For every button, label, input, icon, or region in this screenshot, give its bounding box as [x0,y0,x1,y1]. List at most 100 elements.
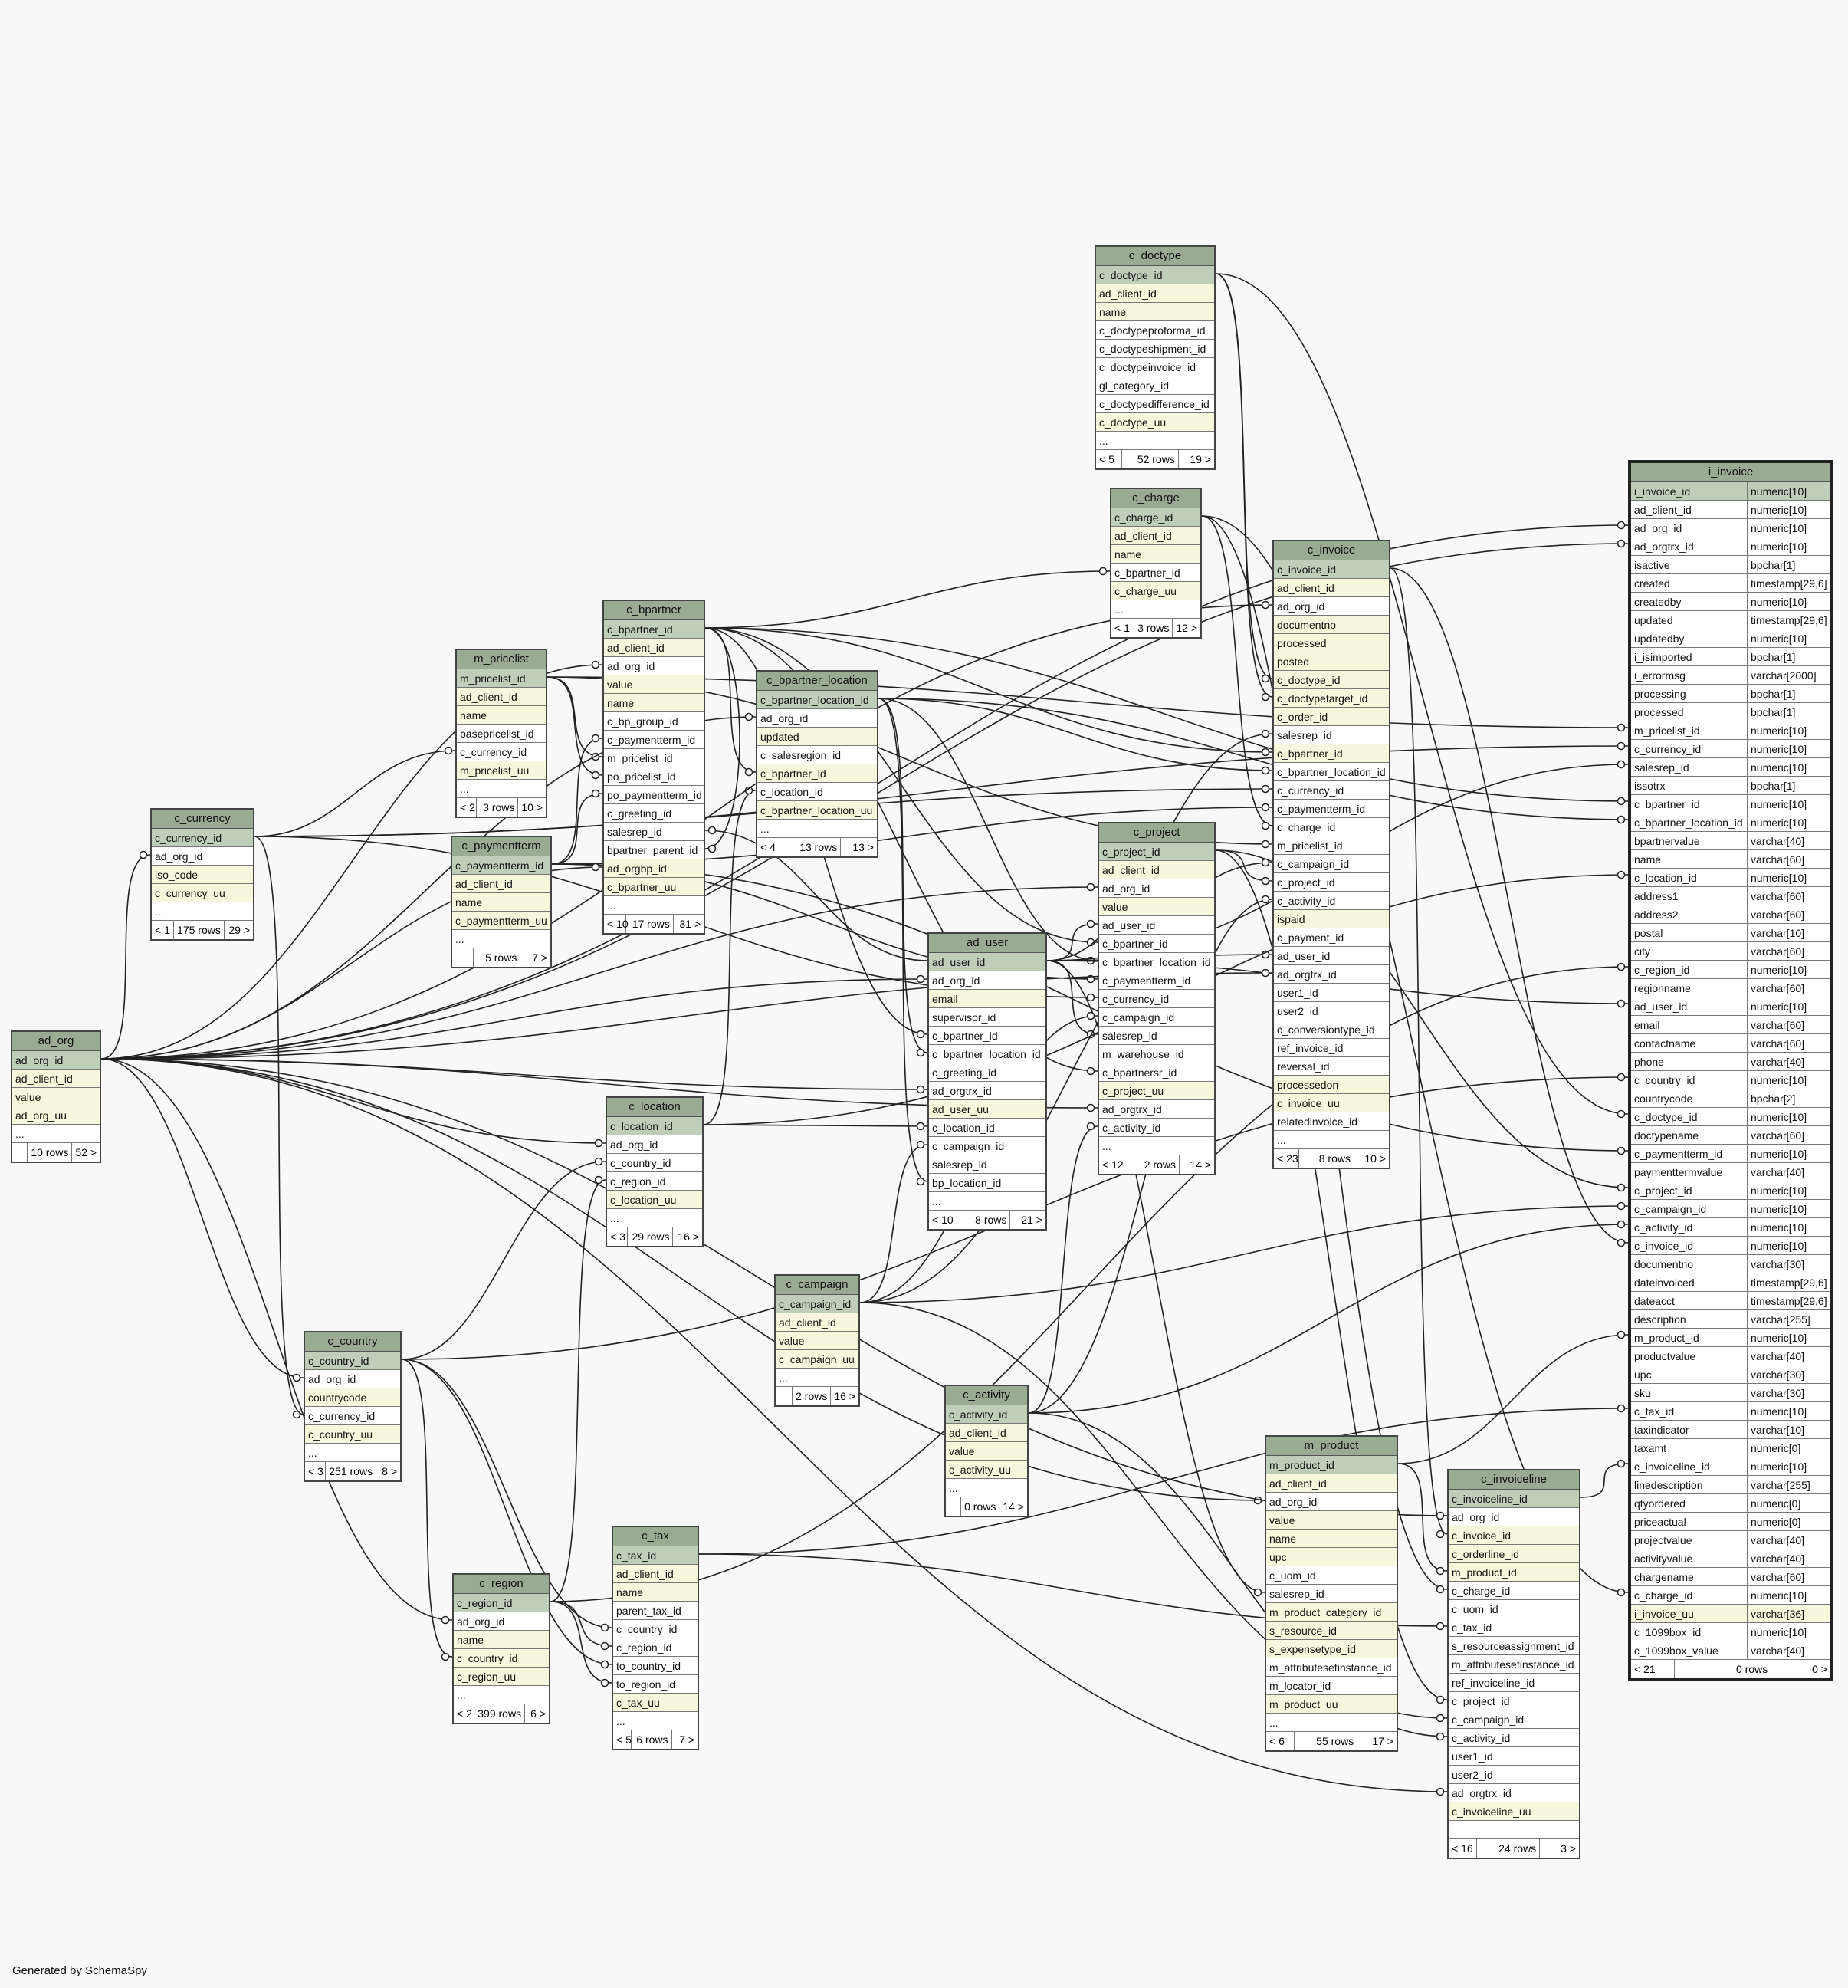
column-row[interactable]: m_warehouse_id [1099,1045,1214,1063]
parents-link[interactable]: < 2 [457,798,477,817]
table-header[interactable]: m_pricelist [457,650,546,669]
column-row[interactable]: bpartner_parent_id [604,841,704,859]
column-row[interactable]: upc [1266,1548,1397,1566]
column-row[interactable]: c_greeting_id [604,804,704,823]
column-row[interactable]: ... [152,902,253,921]
column-row[interactable]: c_paymentterm_id [604,731,704,749]
column-row[interactable]: gl_category_id [1096,376,1214,395]
column-row[interactable]: value [1099,898,1214,916]
column-row[interactable]: m_pricelist_id [604,749,704,767]
column-row[interactable]: ad_client_id [1266,1474,1397,1493]
column-row[interactable]: ... [452,930,550,948]
column-row[interactable]: c_campaign_id [1274,855,1389,873]
column-row[interactable]: c_campaign_id [1099,1008,1214,1027]
column-row[interactable]: relatedinvoice_id [1274,1112,1389,1131]
column-row[interactable]: ad_client_id [457,688,546,706]
column-row[interactable]: ad_client_id [946,1424,1027,1442]
column-row[interactable]: c_country_id [454,1649,549,1668]
children-link[interactable]: 12 > [1176,622,1197,634]
column-row[interactable]: po_paymentterm_id [604,786,704,804]
parents-link[interactable]: < 1 [1111,619,1131,637]
column-row[interactable]: c_project_uu [1099,1082,1214,1100]
column-row[interactable]: iso_code [152,866,253,884]
children-link[interactable]: 10 > [1364,1152,1386,1165]
column-row[interactable]: name [1111,545,1200,564]
column-row[interactable]: c_currency_id [305,1407,400,1425]
column-row[interactable]: c_activity_id [1274,892,1389,910]
column-row[interactable]: ad_org_id [305,1370,400,1388]
column-row[interactable]: c_uom_id [1449,1600,1579,1618]
column-row[interactable]: c_region_uu [454,1668,549,1686]
children-link[interactable]: 14 > [1003,1500,1024,1513]
parents-link[interactable] [776,1387,793,1405]
children-link[interactable]: 8 > [382,1465,397,1477]
column-row[interactable]: ad_orgbp_id [604,859,704,878]
column-row[interactable]: ref_invoiceline_id [1449,1674,1579,1692]
children-link[interactable]: 16 > [834,1390,855,1402]
column-row[interactable]: ad_org_id [1449,1508,1579,1526]
column-row[interactable]: countrycode [305,1388,400,1407]
children-link[interactable]: 13 > [852,841,874,853]
column-row[interactable]: value [12,1088,100,1106]
column-row[interactable]: c_invoiceline_id [1449,1490,1579,1508]
parents-link[interactable]: < 21 [1631,1660,1676,1678]
children-link[interactable]: 10 > [521,801,543,813]
column-row[interactable]: c_bp_group_id [604,712,704,731]
column-row[interactable]: documentno [1274,616,1389,634]
column-row[interactable]: c_campaign_uu [776,1350,858,1369]
table-header[interactable]: c_doctype [1096,247,1214,266]
column-row[interactable]: value [776,1332,858,1350]
children-link[interactable]: 21 > [1021,1214,1042,1226]
column-row[interactable]: ... [454,1686,549,1704]
column-row[interactable]: c_invoice_id [1449,1526,1579,1545]
column-row[interactable]: ad_org_id [1266,1493,1397,1511]
column-row[interactable]: c_bpartner_location_id [1274,763,1389,781]
column-row[interactable]: c_region_id [613,1638,698,1657]
column-row[interactable]: c_bpartner_location_id [1099,953,1214,971]
column-row[interactable]: c_doctypeproforma_id [1096,321,1214,340]
column-row[interactable]: ad_org_id [604,657,704,675]
column-row[interactable]: ad_client_id [1274,579,1389,597]
column-row[interactable]: ad_client_id [604,639,704,657]
table-header[interactable]: i_invoice [1631,463,1830,482]
column-row[interactable]: c_charge_uu [1111,582,1200,600]
column-row[interactable]: ... [607,1209,702,1227]
column-row[interactable]: ... [1099,1137,1214,1155]
parents-link[interactable]: < 6 [1266,1732,1295,1750]
children-link[interactable]: 14 > [1190,1158,1211,1171]
column-row[interactable]: basepricelist_id [457,725,546,743]
column-row[interactable]: posted [1274,652,1389,671]
column-row[interactable]: c_bpartner_id [929,1027,1045,1045]
parents-link[interactable]: < 10 [929,1211,955,1229]
parents-link[interactable]: < 2 [454,1704,475,1723]
column-row[interactable]: c_bpartnersr_id [1099,1063,1214,1082]
column-row[interactable]: s_expensetype_id [1266,1640,1397,1658]
column-row[interactable]: ispaid [1274,910,1389,928]
column-row[interactable]: ad_org_id [757,709,877,728]
column-row[interactable]: c_region_id [607,1172,702,1191]
